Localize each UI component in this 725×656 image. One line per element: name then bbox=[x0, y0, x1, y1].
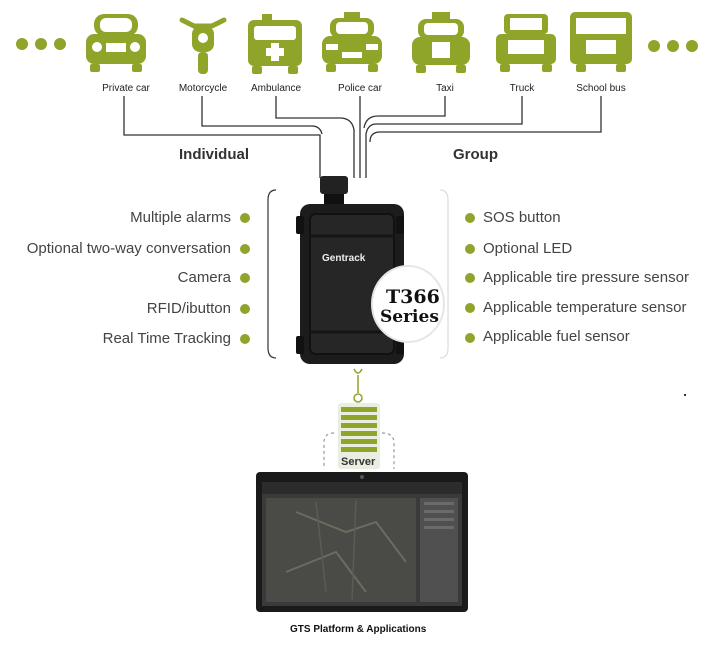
feature-left-dot-5 bbox=[240, 334, 250, 344]
vehicle-label-truck: Truck bbox=[509, 83, 535, 94]
ambulance-icon bbox=[248, 14, 302, 74]
feature-left-dot-1 bbox=[240, 213, 250, 223]
feature-right-4: Applicable temperature sensor bbox=[483, 299, 687, 316]
vehicle-label-private-car: Private car bbox=[102, 83, 150, 94]
ellipsis-dot-right-3 bbox=[686, 40, 698, 52]
monitor-screen bbox=[256, 472, 468, 612]
server-connection bbox=[323, 368, 395, 469]
platform-caption: GTS Platform & Applications bbox=[290, 624, 427, 635]
feature-right-dot-1 bbox=[465, 213, 475, 223]
stray-dot bbox=[684, 394, 686, 396]
vehicle-label-school-bus: School bus bbox=[576, 83, 626, 94]
device-model-line2: Series bbox=[380, 307, 439, 327]
feature-right-2: Optional LED bbox=[483, 240, 573, 257]
vehicle-label-motorcycle: Motorcycle bbox=[178, 83, 228, 94]
device-model-line1: T366 bbox=[386, 286, 440, 308]
feature-left-dot-2 bbox=[240, 244, 250, 254]
ellipsis-dot-left-3 bbox=[54, 38, 66, 50]
feature-right-dot-4 bbox=[465, 303, 475, 313]
truck-icon bbox=[496, 14, 556, 72]
feature-left-4: RFID/ibutton bbox=[146, 300, 231, 317]
feature-left-5: Real Time Tracking bbox=[102, 330, 231, 347]
group-title-group: Group bbox=[453, 146, 498, 163]
feature-left-dot-4 bbox=[240, 304, 250, 314]
vehicle-label-ambulance: Ambulance bbox=[250, 83, 302, 94]
feature-right-3: Applicable tire pressure sensor bbox=[483, 269, 689, 286]
ellipsis-dot-right-1 bbox=[648, 40, 660, 52]
connector-lines bbox=[123, 96, 602, 178]
feature-left-1: Multiple alarms bbox=[130, 209, 231, 226]
server-label: Server bbox=[341, 456, 376, 468]
vehicle-icons-layer bbox=[86, 12, 632, 178]
vehicle-label-police-car: Police car bbox=[338, 83, 382, 94]
ellipsis-dot-left-2 bbox=[35, 38, 47, 50]
group-title-individual: Individual bbox=[179, 146, 250, 163]
feature-left-3: Camera bbox=[177, 269, 231, 286]
bracket-layer bbox=[267, 189, 449, 359]
ellipsis-dot-right-2 bbox=[667, 40, 679, 52]
feature-right-dot-3 bbox=[465, 273, 475, 283]
tracker-device bbox=[296, 176, 445, 364]
police-car-icon bbox=[322, 12, 382, 72]
feature-right-1: SOS button bbox=[483, 209, 561, 226]
server-icon bbox=[338, 403, 380, 469]
feature-right-5: Applicable fuel sensor bbox=[483, 328, 630, 345]
feature-left-dot-3 bbox=[240, 273, 250, 283]
taxi-icon bbox=[412, 12, 470, 73]
feature-left-2: Optional two-way conversation bbox=[26, 240, 231, 257]
ellipsis-dot-left-1 bbox=[16, 38, 28, 50]
feature-right-dot-2 bbox=[465, 244, 475, 254]
device-brand: Gentrack bbox=[322, 253, 366, 264]
feature-right-dot-5 bbox=[465, 333, 475, 343]
school-bus-icon bbox=[570, 12, 632, 72]
private-car-icon bbox=[86, 14, 146, 72]
motorcycle-icon bbox=[179, 17, 227, 74]
vehicle-label-taxi: Taxi bbox=[436, 83, 454, 94]
